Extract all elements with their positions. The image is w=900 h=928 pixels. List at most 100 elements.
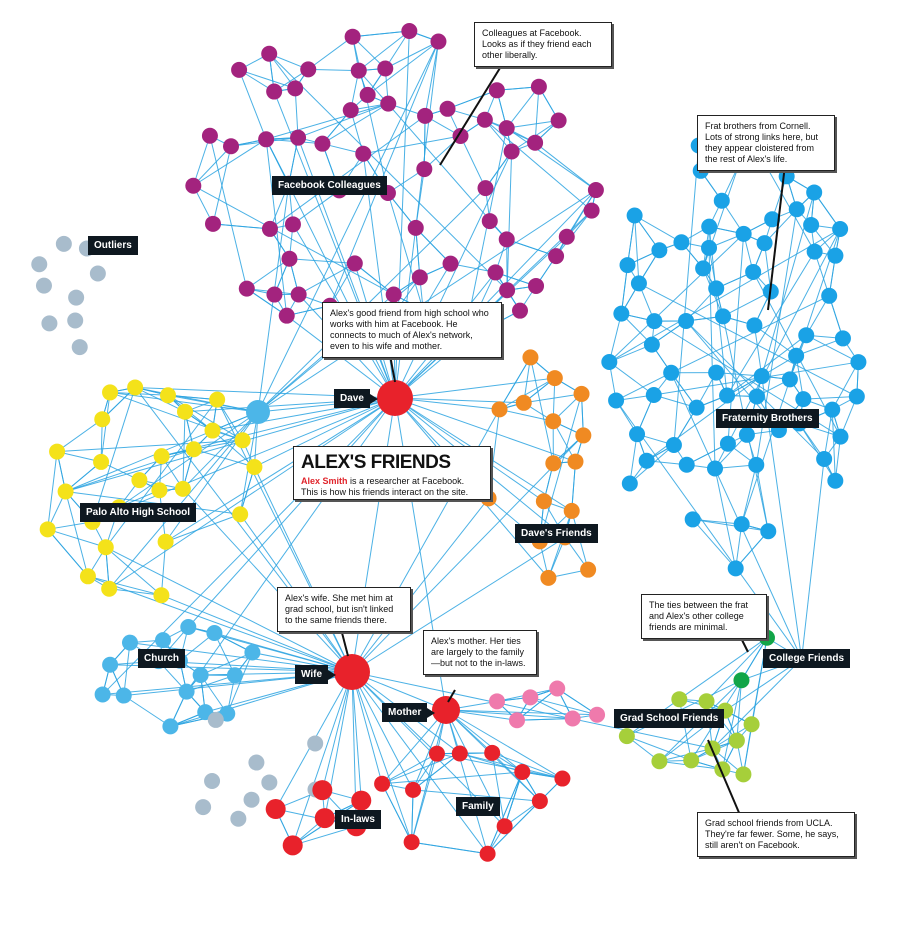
edge (394, 397, 576, 463)
callout-mother: Alex's mother. Her ties are largely to t… (423, 630, 537, 675)
palo-alto-node (153, 448, 170, 465)
edge (289, 258, 355, 264)
edge (382, 771, 523, 785)
label-facebook-colleagues: Facebook Colleagues (272, 176, 387, 195)
church-node (192, 666, 209, 683)
edge (539, 393, 583, 542)
edge (87, 575, 353, 673)
outliers-node (68, 289, 85, 306)
edge (308, 68, 359, 72)
fraternity-node (832, 221, 849, 238)
edge (726, 251, 816, 396)
fraternity-node (748, 456, 765, 473)
edge (57, 439, 243, 453)
facebook-colleagues-node (266, 83, 283, 100)
pink-node (488, 693, 505, 710)
pointer-frat (767, 164, 786, 311)
edge (608, 313, 622, 363)
facebook-colleagues-node (548, 248, 565, 265)
palo-alto-node (79, 568, 96, 585)
edge (292, 671, 353, 846)
grad-school-node (618, 728, 635, 745)
outliers-node (89, 265, 106, 282)
family-node (479, 845, 496, 862)
facebook-colleagues-node (185, 177, 202, 194)
edge (499, 408, 554, 422)
palo-alto-node (185, 441, 202, 458)
label-family: Family (456, 797, 500, 816)
edge (265, 103, 389, 140)
church-node (102, 656, 119, 673)
edge (329, 263, 356, 307)
edge (297, 103, 389, 139)
edge (411, 841, 488, 855)
facebook-colleagues-node (377, 60, 394, 77)
pointer-dave (389, 354, 396, 383)
fraternity-node (727, 560, 744, 577)
label-church: Church (138, 649, 185, 668)
fraternity-node (630, 275, 647, 292)
daves-friends-node (567, 453, 584, 470)
label-palo-alto: Palo Alto High School (80, 503, 197, 522)
edge (351, 498, 489, 673)
facebook-colleagues-node (583, 202, 600, 219)
edge (292, 825, 357, 846)
edge (351, 536, 566, 673)
fraternity-node (613, 305, 630, 322)
fraternity-node (834, 330, 851, 347)
edge (627, 215, 636, 266)
edge (571, 461, 576, 511)
fraternity-node (788, 201, 805, 218)
edge (123, 642, 131, 696)
fraternity-node (619, 257, 636, 274)
church-node (115, 687, 132, 704)
fraternity-node (626, 207, 643, 224)
family-node (484, 744, 501, 761)
pink-node (589, 706, 606, 723)
grad-school-node (735, 766, 752, 783)
facebook-colleagues-node (342, 102, 359, 119)
palo-alto-node (232, 506, 249, 523)
facebook-colleagues-node (498, 231, 515, 248)
edge (721, 680, 742, 770)
grad-school-node (728, 732, 745, 749)
edge (803, 396, 857, 400)
facebook-colleagues-node (290, 129, 307, 146)
edge (226, 652, 253, 714)
edge (47, 528, 89, 577)
facebook-colleagues-node (300, 61, 317, 78)
outliers-node (261, 774, 278, 791)
fraternity-node (701, 239, 718, 256)
facebook-colleagues-node (528, 277, 545, 294)
edge (638, 282, 858, 397)
inlaws-node (282, 835, 303, 856)
label-inlaws: In-laws (335, 810, 381, 829)
edge (736, 680, 742, 741)
palo-alto-node (97, 539, 114, 556)
family-node (496, 818, 513, 835)
family-node (514, 763, 531, 780)
fraternity-node (745, 263, 762, 280)
edge (506, 238, 557, 257)
label-daves-friends: Dave's Friends (515, 524, 598, 543)
edge (246, 288, 288, 317)
outliers-node (67, 312, 84, 329)
fraternity-node (663, 364, 680, 381)
family-node (403, 834, 420, 851)
facebook-colleagues-node (281, 250, 298, 267)
college-node (733, 672, 750, 689)
fraternity-node (708, 280, 725, 297)
edge (192, 135, 211, 186)
palo-alto-node (151, 482, 168, 499)
edge (523, 393, 582, 404)
palo-alto-node (234, 432, 251, 449)
edge (238, 69, 296, 89)
edge (726, 334, 807, 396)
fraternity-node (850, 354, 867, 371)
edge (381, 709, 447, 785)
inlaws-node (312, 780, 333, 801)
edge (516, 718, 573, 721)
edge (445, 709, 489, 854)
edge (506, 151, 513, 291)
